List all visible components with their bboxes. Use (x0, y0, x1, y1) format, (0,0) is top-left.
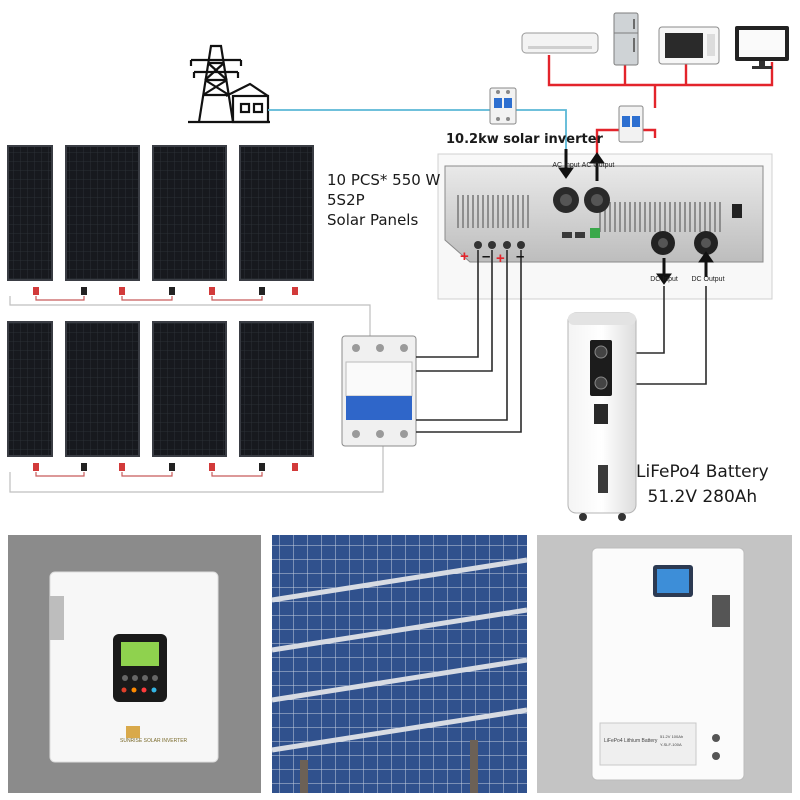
dc-input-label: DC Input (650, 276, 678, 283)
panel-count-rating: 10 PCS* 550 W (327, 171, 441, 189)
pv-minus-sign-2: – (516, 248, 525, 265)
microwave-icon (658, 26, 720, 65)
photo-inverter (8, 535, 261, 793)
port-arrows (558, 149, 714, 285)
battery-spec: LiFePo4 Battery 51.2V 280Ah (636, 460, 769, 510)
inverter-device-label: SUNRISE SOLAR INVERTER (120, 738, 188, 744)
battery-rating: 51.2V 280Ah (647, 487, 758, 507)
solar-panel-spec: 10 PCS* 550 W 5S2P Solar Panels (327, 170, 457, 230)
inverter-title: 10.2kw solar inverter (446, 132, 603, 147)
solar-panel-array-bottom (7, 321, 314, 457)
ac-input-label: AC Input (552, 162, 580, 169)
pv-input-cables (416, 250, 522, 433)
photo-battery (537, 535, 792, 793)
photo-solar-field (271, 535, 528, 793)
grid-breaker (489, 87, 517, 125)
battery-device-label-rating: 51.2V 100Ah (660, 734, 684, 739)
refrigerator-icon (613, 12, 639, 66)
battery-chemistry: LiFePo4 Battery (636, 462, 769, 482)
solar-panel-array-top (7, 145, 314, 281)
dc-output-label: DC Output (691, 276, 725, 283)
pv-connectors (33, 287, 298, 471)
panel-configuration: 5S2P (327, 191, 365, 209)
ac-output-breaker (618, 105, 644, 143)
battery-device-label-model: Y-SLF-100A (660, 742, 682, 747)
pv-string-wiring (9, 296, 384, 493)
pv-plus-sign-1: + (460, 248, 469, 265)
utility-grid-icon (188, 44, 270, 124)
pv-minus-sign-1: – (482, 248, 491, 265)
battery-device-label-name: LiFePo4 Lithium Battery (604, 738, 658, 744)
ac-load-wiring (547, 55, 774, 170)
air-conditioner-icon (521, 32, 599, 54)
battery-unit (567, 312, 637, 521)
ac-output-label: AC Output (581, 162, 615, 169)
pv-plus-sign-2: + (496, 250, 505, 267)
panel-type: Solar Panels (327, 211, 419, 229)
inverter-unit (437, 153, 773, 300)
monitor-icon (735, 26, 789, 69)
pv-dc-breaker (341, 335, 417, 447)
